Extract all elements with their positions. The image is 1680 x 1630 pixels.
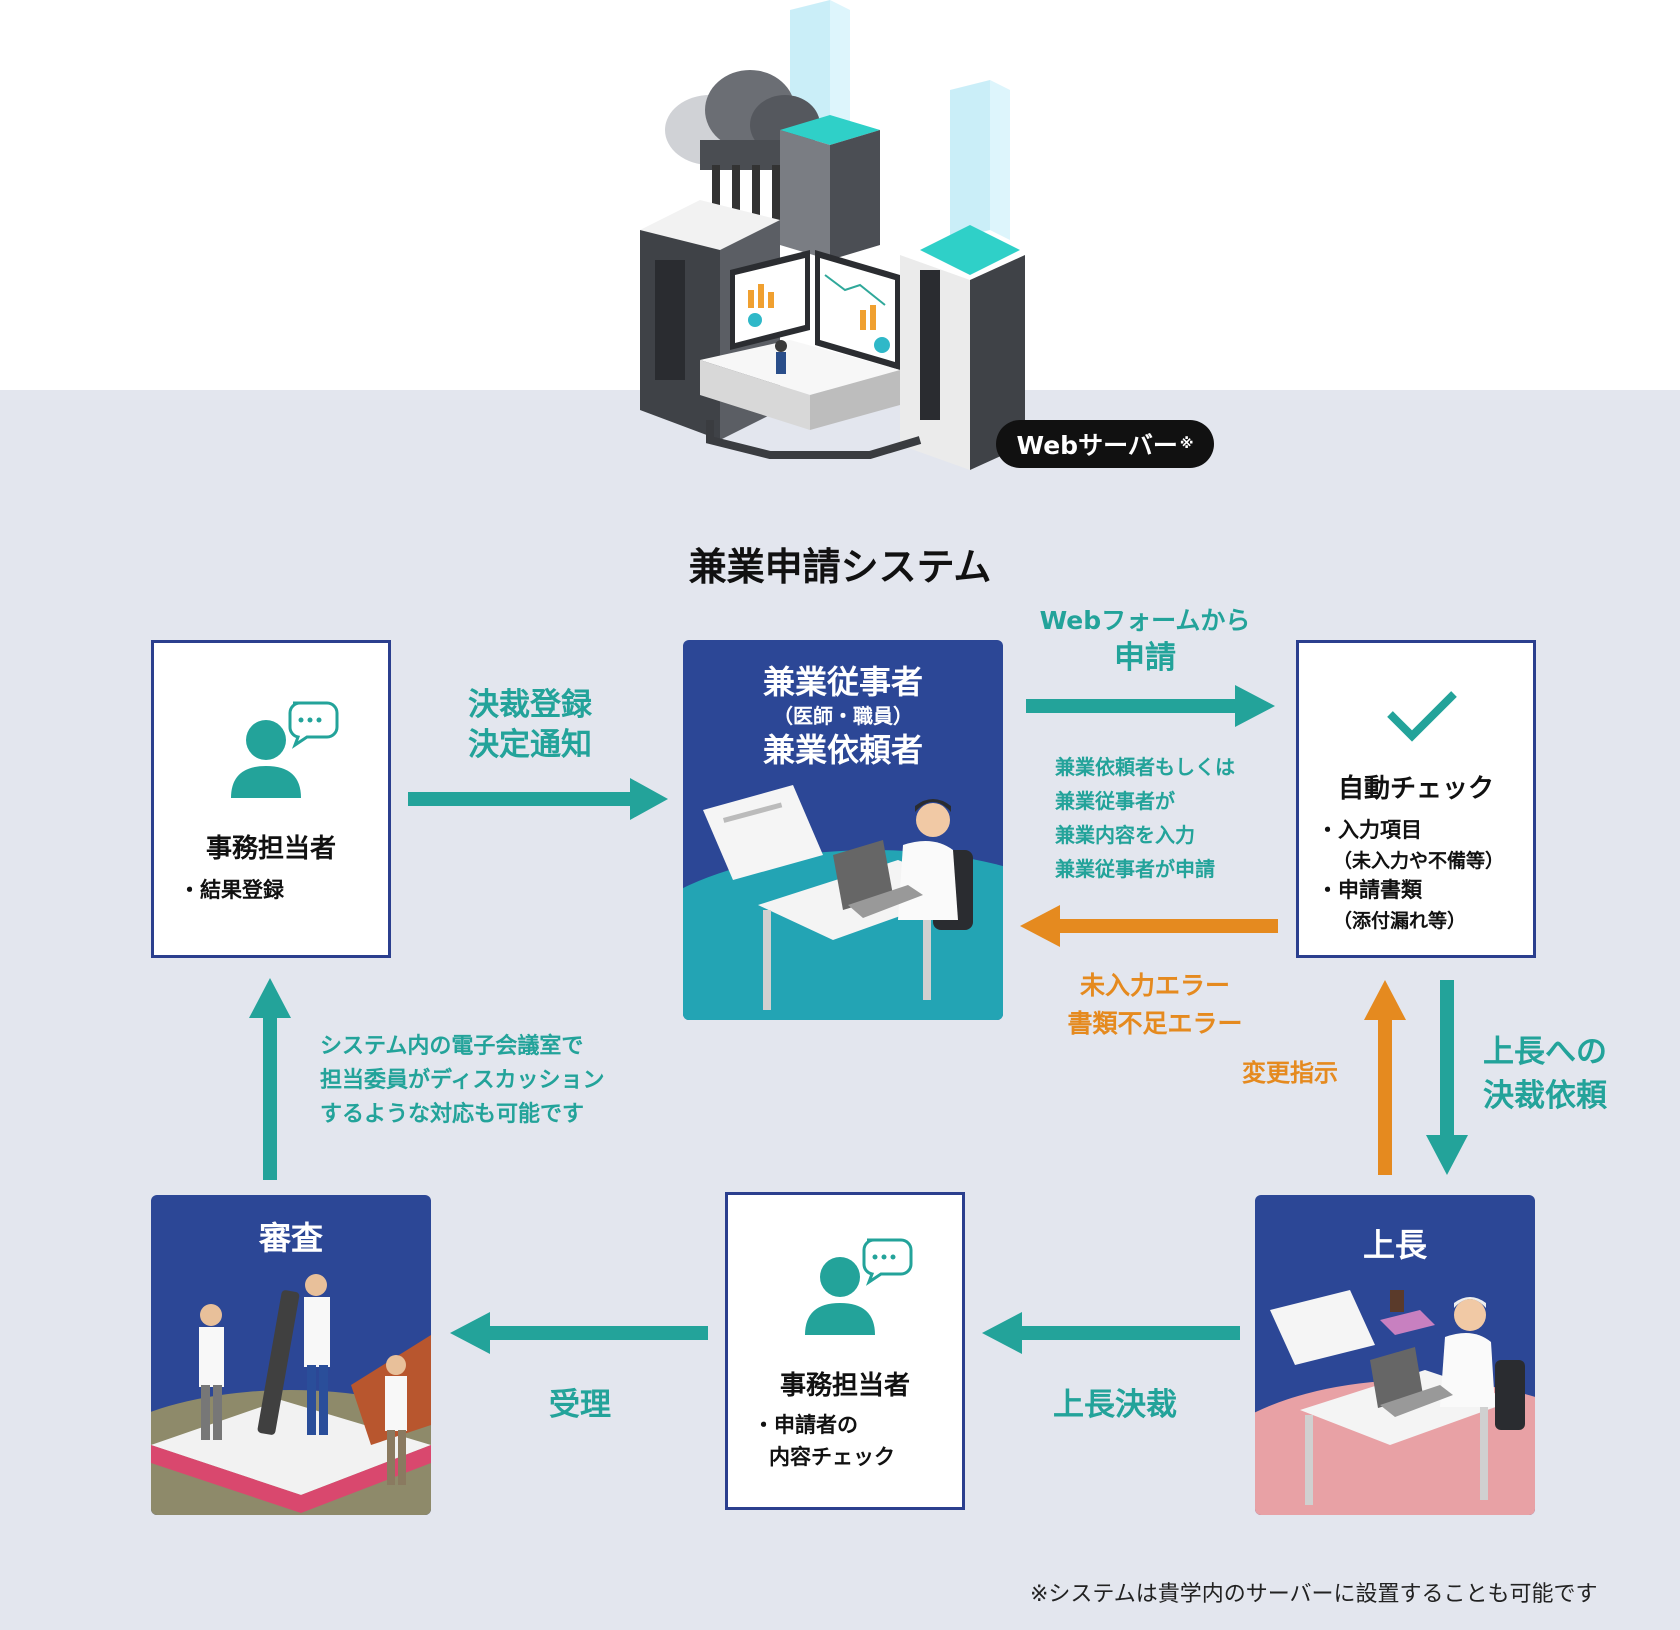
node-clerk-bottom-items: ・申請者の 内容チェック [753, 1413, 895, 1469]
node-review: 審査 [151, 1195, 431, 1515]
person-chat-icon [805, 1238, 913, 1335]
review-meeting-illustration [151, 1274, 431, 1515]
node-clerk-top-item: ・結果登録 [179, 878, 284, 902]
node-boss-name: 上長 [1362, 1226, 1427, 1264]
node-clerk-top-name: 事務担当者 [205, 834, 336, 864]
server-badge: Webサーバー※ [996, 420, 1214, 468]
label-errors: 未入力エラー 書類不足エラー [1067, 971, 1243, 1038]
footnote: ※システムは貴学内のサーバーに設置することも可能です [1030, 1582, 1598, 1607]
label-discussion: システム内の電子会議室で 担当委員がディスカッション するような対応も可能です [320, 1034, 605, 1127]
label-accept: 受理 [549, 1387, 611, 1423]
label-boss-decision: 上長決裁 [1053, 1387, 1177, 1423]
node-clerk-bottom-name: 事務担当者 [779, 1371, 910, 1401]
web-server-illustration [640, 0, 1025, 470]
label-decision: 決裁登録 決定通知 [468, 687, 592, 764]
checkmark-icon [1387, 691, 1457, 742]
node-boss: 上長 [1255, 1195, 1535, 1515]
label-input-note: 兼業依頼者もしくは 兼業従事者が 兼業内容を入力 兼業従事者が申請 [1055, 755, 1235, 881]
label-request-boss: 上長への 決裁依頼 [1483, 1034, 1607, 1114]
node-worker: 兼業従事者 （医師・職員） 兼業依頼者 [683, 640, 1003, 1020]
node-autocheck-items: ・入力項目 （未入力や不備等） ・申請書類 （添付漏れ等） [1317, 818, 1505, 932]
person-chat-icon [231, 701, 339, 798]
node-autocheck-name: 自動チェック [1337, 774, 1494, 804]
label-webform: Webフォームから 申請 [1039, 606, 1251, 676]
node-clerk-bottom: 事務担当者 ・申請者の 内容チェック [725, 1192, 965, 1510]
page-title: 兼業申請システム [688, 545, 992, 589]
node-clerk-top: 事務担当者 ・結果登録 [151, 640, 391, 958]
label-change: 変更指示 [1242, 1059, 1338, 1087]
doctor-at-desk-illustration [683, 785, 1003, 1020]
node-review-name: 審査 [258, 1219, 323, 1257]
boss-at-desk-illustration [1255, 1290, 1535, 1515]
node-worker-label: 兼業従事者 （医師・職員） 兼業依頼者 [762, 663, 923, 769]
node-autocheck: 自動チェック ・入力項目 （未入力や不備等） ・申請書類 （添付漏れ等） [1296, 640, 1536, 958]
